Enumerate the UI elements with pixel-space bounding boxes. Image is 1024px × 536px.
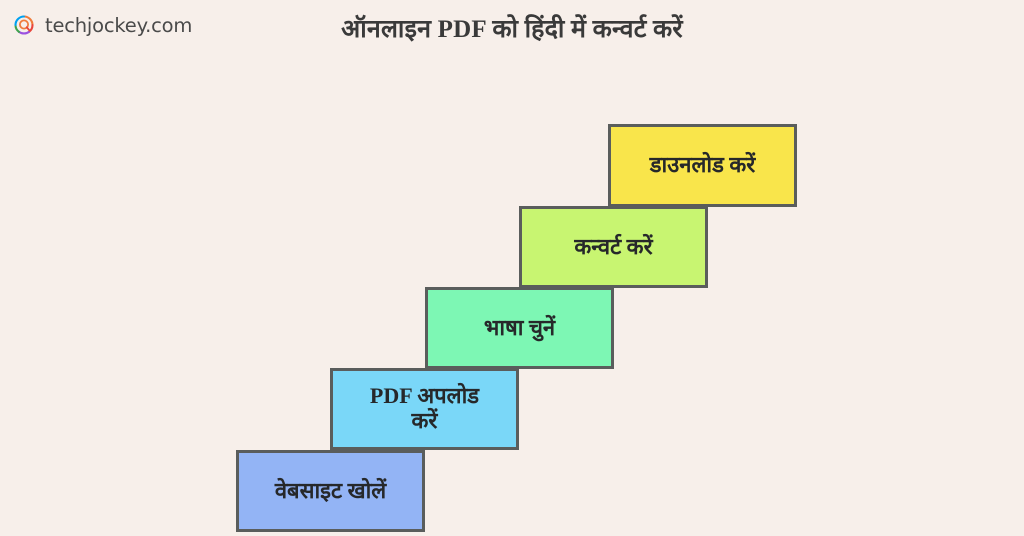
techjockey-circular-q-logo-icon <box>14 15 34 35</box>
step-box-3: भाषा चुनें <box>425 287 614 369</box>
brand-logo[interactable]: techjockey.com <box>12 13 192 37</box>
step-box-5: डाउनलोड करें <box>608 124 797 207</box>
step-box-2: PDF अपलोड करें <box>330 368 519 450</box>
brand-name: techjockey.com <box>45 13 193 37</box>
page-title: ऑनलाइन PDF को हिंदी में कन्वर्ट करें <box>341 16 683 43</box>
step-box-4: कन्वर्ट करें <box>519 206 708 288</box>
step-box-1: वेबसाइट खोलें <box>236 450 425 532</box>
